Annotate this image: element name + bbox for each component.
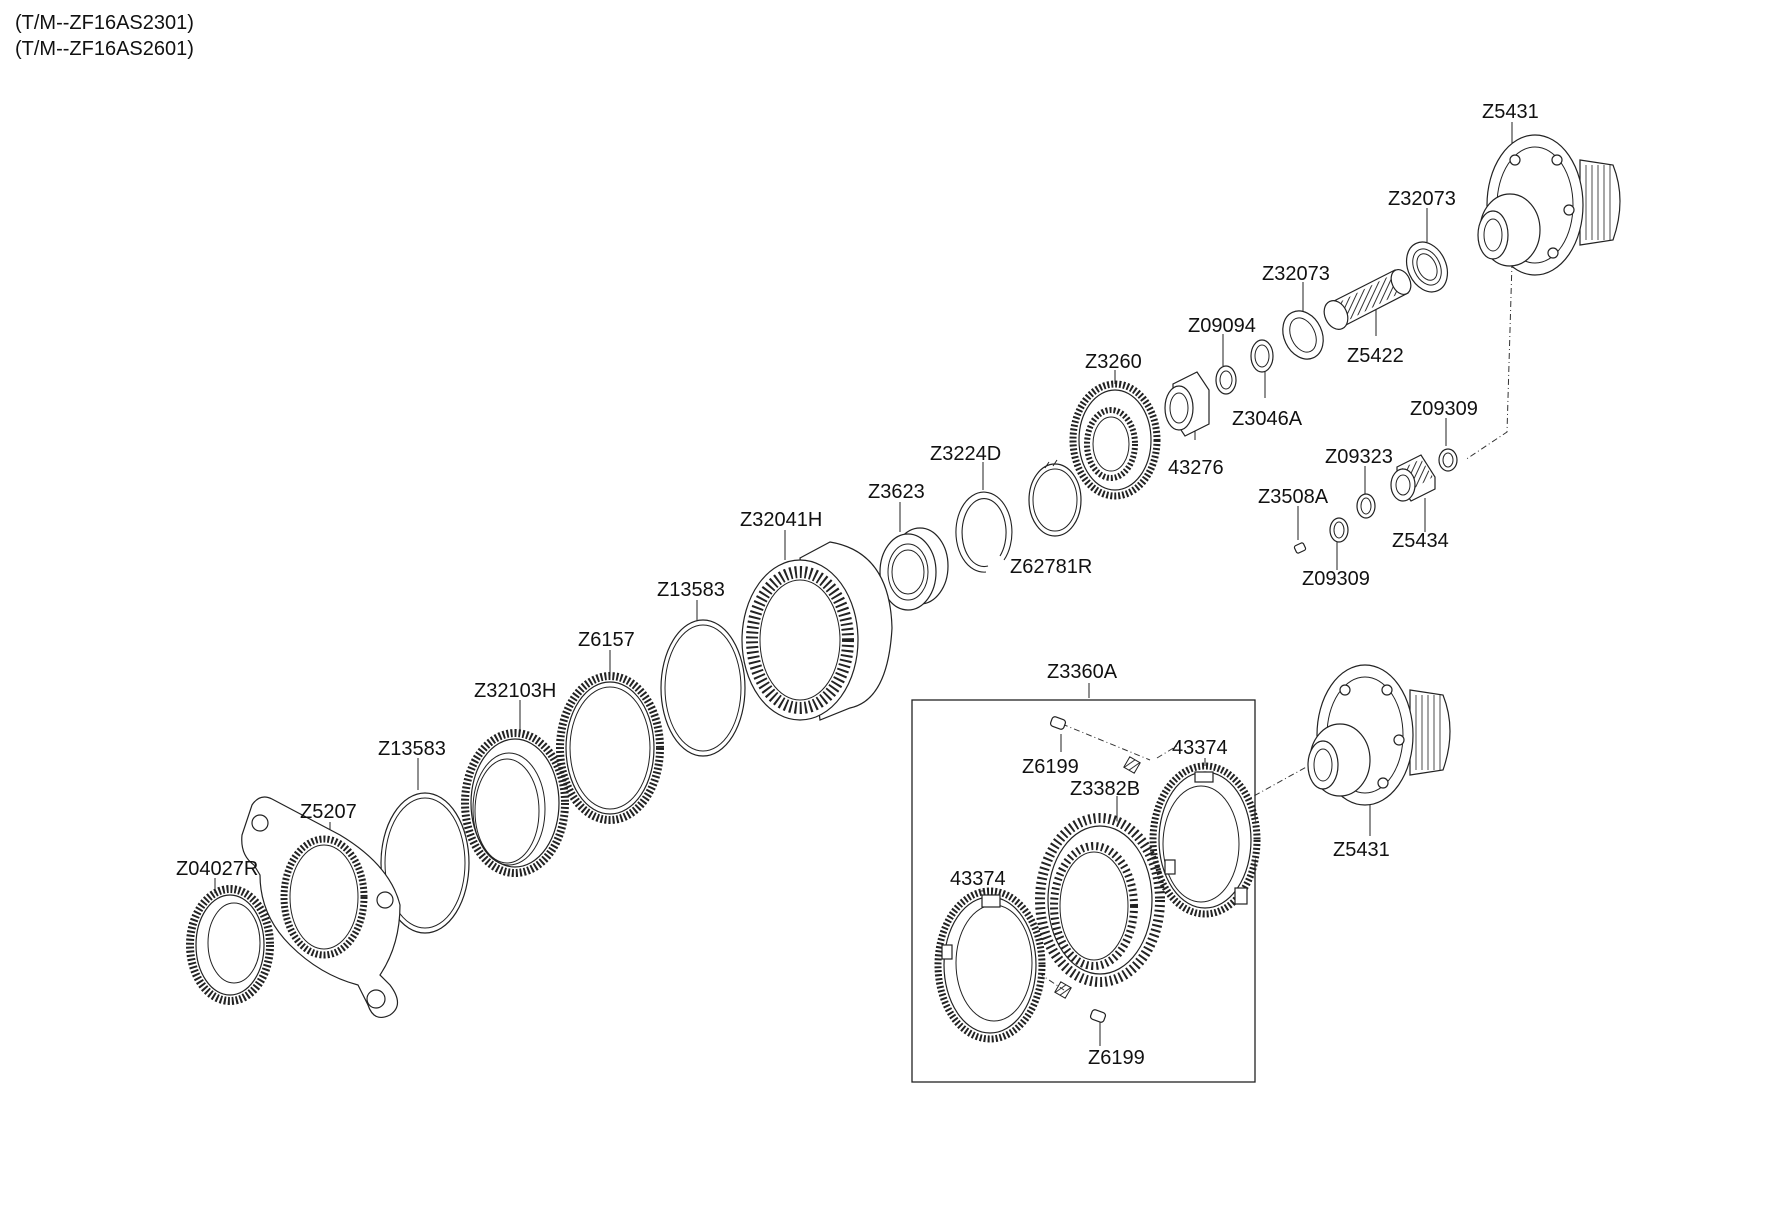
label-z13583-b[interactable]: Z13583 [378, 738, 446, 760]
part-spring-a[interactable] [1123, 756, 1141, 774]
part-z5434-bush[interactable] [1390, 454, 1436, 502]
label-z5207[interactable]: Z5207 [300, 801, 357, 823]
part-43374-synchro-ring-a[interactable] [1149, 762, 1261, 918]
part-43276-needle-bearing[interactable] [1164, 371, 1210, 437]
label-z09094[interactable]: Z09094 [1188, 315, 1256, 337]
part-labels: Z5431 Z32073 Z32073 Z09094 Z5422 Z3260 Z… [176, 101, 1539, 1069]
part-43374-synchro-ring-b[interactable] [934, 887, 1046, 1043]
part-z13583-ring-b[interactable] [380, 792, 470, 934]
model-code-2: (T/M--ZF16AS2601) [15, 38, 194, 60]
label-z6199-b[interactable]: Z6199 [1088, 1047, 1145, 1069]
part-z5422-spline-shaft[interactable] [1320, 266, 1415, 333]
part-z04027r-gear-ring[interactable] [186, 885, 274, 1005]
label-z5422[interactable]: Z5422 [1347, 345, 1404, 367]
label-z3508a[interactable]: Z3508A [1258, 486, 1329, 508]
part-z32041h-ring-gear[interactable] [741, 541, 893, 721]
part-z6199-pin-b[interactable] [1089, 1009, 1107, 1023]
label-z5431-bottom[interactable]: Z5431 [1333, 839, 1390, 861]
part-z3224d-snap-ring[interactable] [955, 491, 1013, 573]
part-z5431-hub-bottom[interactable] [1307, 664, 1451, 806]
part-z3382b-sleeve[interactable] [1035, 813, 1165, 987]
label-z3360a[interactable]: Z3360A [1047, 661, 1118, 683]
label-43374-b[interactable]: 43374 [950, 868, 1006, 890]
label-z5434[interactable]: Z5434 [1392, 530, 1449, 552]
label-z32041h[interactable]: Z32041H [740, 509, 822, 531]
part-z3046a-ring[interactable] [1250, 339, 1274, 373]
part-spring-b[interactable] [1054, 981, 1072, 999]
kit-box-z3360a [911, 699, 1256, 1083]
part-z3260-gear[interactable] [1069, 380, 1161, 500]
part-z6199-pin-a[interactable] [1049, 716, 1067, 730]
part-z6157-gear-ring[interactable] [556, 672, 664, 824]
part-z09309-ring-b[interactable] [1329, 517, 1349, 543]
part-z5207-bracket[interactable] [241, 796, 401, 1018]
part-z3508a-pin[interactable] [1293, 542, 1307, 554]
part-z5431-hub-top[interactable] [1477, 134, 1621, 276]
label-z09309-b[interactable]: Z09309 [1302, 568, 1370, 590]
label-z3623[interactable]: Z3623 [868, 481, 925, 503]
label-z3260[interactable]: Z3260 [1085, 351, 1142, 373]
label-z6199-a[interactable]: Z6199 [1022, 756, 1079, 778]
label-43374-a[interactable]: 43374 [1172, 737, 1228, 759]
label-z62781r[interactable]: Z62781R [1010, 556, 1092, 578]
part-z09323-ring[interactable] [1356, 493, 1376, 519]
label-z32103h[interactable]: Z32103H [474, 680, 556, 702]
label-z09309-a[interactable]: Z09309 [1410, 398, 1478, 420]
part-z32103h-gear-ring[interactable] [461, 729, 569, 877]
label-z3224d[interactable]: Z3224D [930, 443, 1001, 465]
part-z09309-ring-a[interactable] [1438, 448, 1458, 472]
model-code-1: (T/M--ZF16AS2301) [15, 12, 194, 34]
part-z62781r-snap-ring[interactable] [1028, 459, 1082, 537]
label-z32073-a[interactable]: Z32073 [1388, 188, 1456, 210]
label-z3382b[interactable]: Z3382B [1070, 778, 1140, 800]
label-z04027r[interactable]: Z04027R [176, 858, 258, 880]
label-z32073-b[interactable]: Z32073 [1262, 263, 1330, 285]
label-z6157[interactable]: Z6157 [578, 629, 635, 651]
label-z5431-top[interactable]: Z5431 [1482, 101, 1539, 123]
part-z13583-ring-a[interactable] [660, 619, 746, 757]
part-z32073-bearing-a[interactable] [1399, 235, 1455, 298]
label-z13583-a[interactable]: Z13583 [657, 579, 725, 601]
part-z32073-bearing-b[interactable] [1275, 304, 1331, 365]
label-43276[interactable]: 43276 [1168, 457, 1224, 479]
part-z09094-ring[interactable] [1215, 365, 1237, 395]
part-z3623-bearing[interactable] [879, 527, 949, 611]
label-z09323[interactable]: Z09323 [1325, 446, 1393, 468]
label-z3046a[interactable]: Z3046A [1232, 408, 1303, 430]
